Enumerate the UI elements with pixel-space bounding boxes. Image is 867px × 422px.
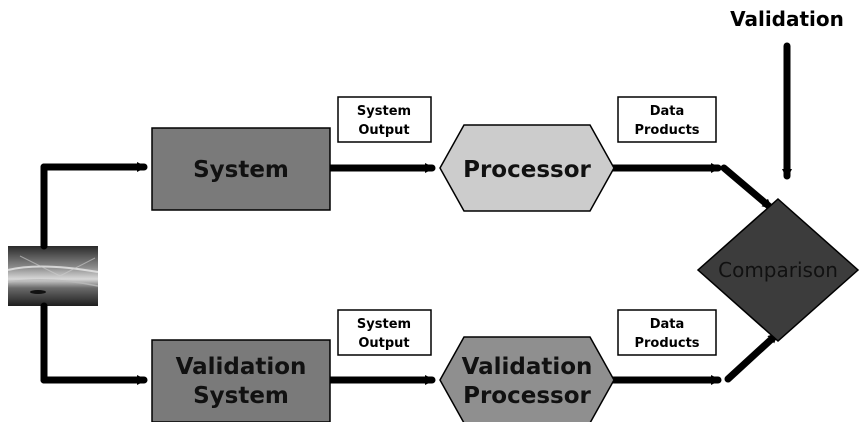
- tag-text: Data: [650, 104, 685, 119]
- processor-hexagon: Processor: [439, 124, 615, 212]
- bottom-data-products-tag: Data Products: [617, 309, 717, 356]
- input-image: [7, 246, 99, 306]
- tag-text: System: [357, 104, 411, 119]
- validation-processor-hexagon: Validation Processor: [439, 336, 615, 422]
- top-data-products-tag: Data Products: [617, 96, 717, 143]
- bottom-system-output-tag: System Output: [337, 309, 432, 356]
- tag-text: Products: [634, 123, 699, 138]
- top-system-output-tag: System Output: [337, 96, 432, 143]
- arrow-to-comparison-top: [720, 164, 774, 211]
- arrow-to-comparison-bottom: [724, 331, 780, 383]
- validation-processor-label-line2: Processor: [463, 383, 591, 409]
- system-box: System: [151, 127, 331, 211]
- validation-processor-label-line1: Validation: [462, 354, 593, 380]
- comparison-diamond: Comparison: [696, 197, 860, 343]
- processor-label: Processor: [463, 157, 591, 183]
- tag-text: Products: [634, 336, 699, 351]
- validation-input-label: Validation: [730, 7, 844, 31]
- comparison-label: Comparison: [718, 258, 838, 282]
- tag-text: Output: [358, 123, 409, 138]
- tag-text: Data: [650, 317, 685, 332]
- tag-text: System: [357, 317, 411, 332]
- validation-system-label-line1: Validation: [176, 354, 307, 380]
- system-label: System: [193, 157, 289, 183]
- tag-text: Output: [358, 336, 409, 351]
- validation-system-label-line2: System: [193, 383, 289, 409]
- validation-system-box: Validation System: [151, 339, 331, 422]
